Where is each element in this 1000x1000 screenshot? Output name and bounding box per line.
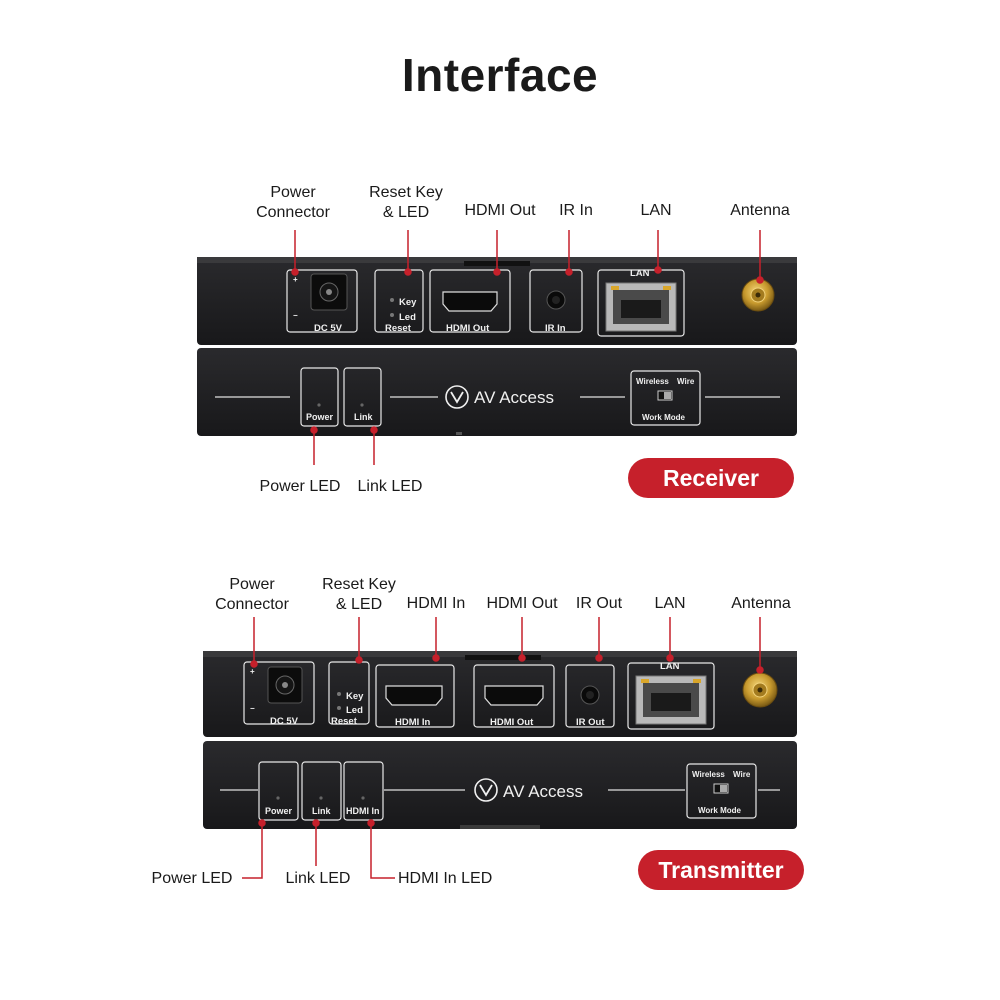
tx-callout-hdmi-in-led: HDMI In LED [398,870,493,887]
svg-text:+: + [250,667,255,676]
page-title: Interface [401,49,599,101]
rx-irin-label: IR In [545,323,566,334]
rx-hdmiout-label: HDMI Out [446,323,490,334]
transmitter-callout-lines [242,617,764,879]
tx-callout-reset-key: Reset Key & LED [322,576,396,613]
receiver-rear-panel-labels: DC 5V Key Led Reset HDMI Out IR In LAN +… [293,268,650,334]
rx-reset-label: Reset [385,323,412,334]
tx-led-label: Led [346,705,363,716]
tx-dc-label: DC 5V [270,716,299,727]
receiver-callout-lines [291,230,764,465]
rx-lan-label: LAN [630,268,650,279]
rx-callout-lan: LAN [640,202,672,219]
tx-reset-label: Reset [331,716,358,727]
tx-wire-label: Wire [733,770,751,779]
transmitter-badge: Transmitter [638,850,804,890]
tx-callout-antenna: Antenna [731,595,791,612]
tx-wireless-label: Wireless [692,770,725,779]
transmitter-front-panel-labels: Power Link HDMI In AV Access Wireless Wi… [265,770,751,816]
rx-wire-label: Wire [677,377,695,386]
tx-power-label: Power [265,806,293,816]
rx-callout-ir-in: IR In [559,202,593,219]
rx-callout-reset-key: Reset Key & LED [369,184,443,221]
transmitter-rear-panel [203,651,797,737]
tx-workmode-label: Work Mode [698,806,742,815]
tx-callout-lan: LAN [654,595,686,612]
rx-workmode-label: Work Mode [642,413,686,422]
tx-hdmiout-label: HDMI Out [490,717,534,728]
svg-text:−: − [293,311,298,320]
rx-callout-link-led: Link LED [357,478,423,495]
tx-irout-label: IR Out [576,717,605,728]
rx-dc-label: DC 5V [314,323,343,334]
rx-key-label: Key [399,297,417,308]
tx-hdmiin-label: HDMI In [395,717,431,728]
tx-callout-hdmi-out: HDMI Out [486,595,558,612]
rx-wireless-label: Wireless [636,377,669,386]
tx-callout-ir-out: IR Out [575,595,623,612]
receiver-front-panel [197,348,797,436]
rx-callout-power-connector: Power Connector [256,184,330,221]
tx-key-label: Key [346,691,364,702]
tx-callout-link-led: Link LED [285,870,351,887]
rx-brand-label: AV Access [474,388,554,407]
rx-power-label: Power [306,412,334,422]
rx-led-label: Led [399,312,416,323]
tx-callout-power-led: Power LED [151,870,233,887]
tx-hdmiinled-label: HDMI In [346,806,380,816]
tx-callout-hdmi-in: HDMI In [406,595,466,612]
rx-link-label: Link [354,412,373,422]
rx-callout-power-led: Power LED [259,478,341,495]
transmitter-rear-panel-labels: DC 5V Key Led Reset HDMI In HDMI Out IR … [250,661,680,728]
svg-text:+: + [293,275,298,284]
rx-callout-antenna: Antenna [730,202,790,219]
rx-callout-hdmi-out: HDMI Out [464,202,536,219]
tx-brand-label: AV Access [503,782,583,801]
receiver-front-panel-labels: Power Link AV Access Wireless Wire Work … [306,377,695,422]
tx-callout-power-connector: Power Connector [215,576,289,613]
transmitter-front-panel [203,741,797,829]
receiver-badge: Receiver [628,458,794,498]
svg-text:−: − [250,704,255,713]
tx-lan-label: LAN [660,661,680,672]
tx-link-label: Link [312,806,331,816]
